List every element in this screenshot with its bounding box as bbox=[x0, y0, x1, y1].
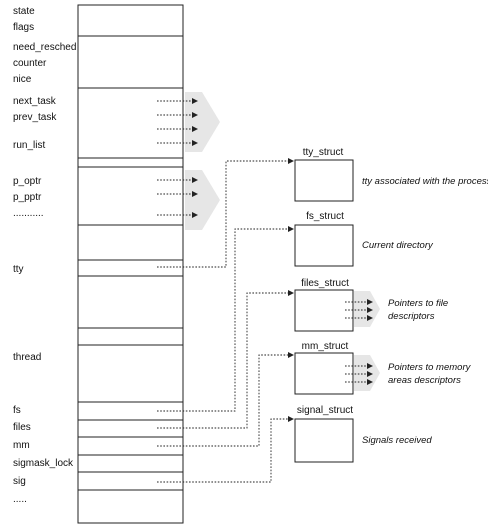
mm-struct-description-line2: areas descriptors bbox=[388, 375, 461, 386]
field-run-list: run_list bbox=[13, 140, 45, 151]
fs-struct-box bbox=[294, 224, 354, 267]
mm-struct-box bbox=[294, 352, 354, 395]
field-p-pptr: p_pptr bbox=[13, 192, 42, 203]
field-ellipsis-mid: ........... bbox=[13, 208, 44, 219]
pointer-sig bbox=[157, 416, 294, 483]
signal-struct-description: Signals received bbox=[362, 435, 432, 446]
field-mm: mm bbox=[13, 440, 30, 451]
field-labels: state flags need_resched counter nice ne… bbox=[13, 6, 76, 505]
pointer-tty bbox=[157, 158, 294, 268]
mm-struct: mm_struct Pointers to memory areas descr… bbox=[294, 341, 472, 395]
field-prev-task: prev_task bbox=[13, 112, 57, 123]
tty-struct: tty_struct tty associated with the proce… bbox=[294, 147, 488, 202]
field-next-task: next_task bbox=[13, 96, 57, 107]
fs-struct-description: Current directory bbox=[362, 240, 434, 251]
field-state: state bbox=[13, 6, 35, 17]
field-files: files bbox=[13, 422, 31, 433]
pointer-fs bbox=[157, 226, 294, 412]
signal-struct-title: signal_struct bbox=[297, 405, 353, 416]
field-thread: thread bbox=[13, 352, 41, 363]
field-counter: counter bbox=[13, 58, 47, 69]
struct-pointers bbox=[157, 158, 294, 483]
signal-struct-box bbox=[294, 418, 354, 463]
field-sigmask-lock: sigmask_lock bbox=[13, 458, 74, 469]
mm-struct-title: mm_struct bbox=[302, 341, 349, 352]
files-big-arrow bbox=[354, 291, 380, 327]
field-tty: tty bbox=[13, 264, 24, 275]
pointer-mm bbox=[157, 352, 294, 447]
tty-struct-box bbox=[294, 159, 354, 202]
signal-struct: signal_struct Signals received bbox=[294, 405, 432, 463]
pointer-files bbox=[157, 290, 294, 429]
field-ellipsis-end: ..... bbox=[13, 494, 27, 505]
list-pointer-arrows bbox=[157, 92, 220, 230]
files-struct-description-line2: descriptors bbox=[388, 311, 435, 322]
tty-struct-description: tty associated with the process bbox=[362, 176, 488, 187]
task-struct-box bbox=[77, 4, 184, 524]
big-arrow-task-list bbox=[185, 92, 220, 152]
task-struct-column bbox=[77, 4, 184, 524]
files-struct: files_struct Pointers to file descriptor… bbox=[294, 278, 448, 332]
files-struct-box bbox=[294, 289, 354, 332]
big-arrow-process-tree bbox=[185, 170, 220, 230]
tty-struct-title: tty_struct bbox=[303, 147, 344, 158]
field-flags: flags bbox=[13, 22, 34, 33]
files-struct-description-line1: Pointers to file bbox=[388, 298, 448, 309]
fs-struct: fs_struct Current directory bbox=[294, 211, 434, 267]
field-nice: nice bbox=[13, 74, 32, 85]
field-need-resched: need_resched bbox=[13, 42, 76, 53]
mm-big-arrow bbox=[354, 355, 380, 391]
field-sig: sig bbox=[13, 476, 26, 487]
mm-struct-description-line1: Pointers to memory bbox=[388, 362, 472, 373]
field-p-optr: p_optr bbox=[13, 176, 42, 187]
fs-struct-title: fs_struct bbox=[306, 211, 344, 222]
field-fs: fs bbox=[13, 405, 21, 416]
files-struct-title: files_struct bbox=[301, 278, 349, 289]
